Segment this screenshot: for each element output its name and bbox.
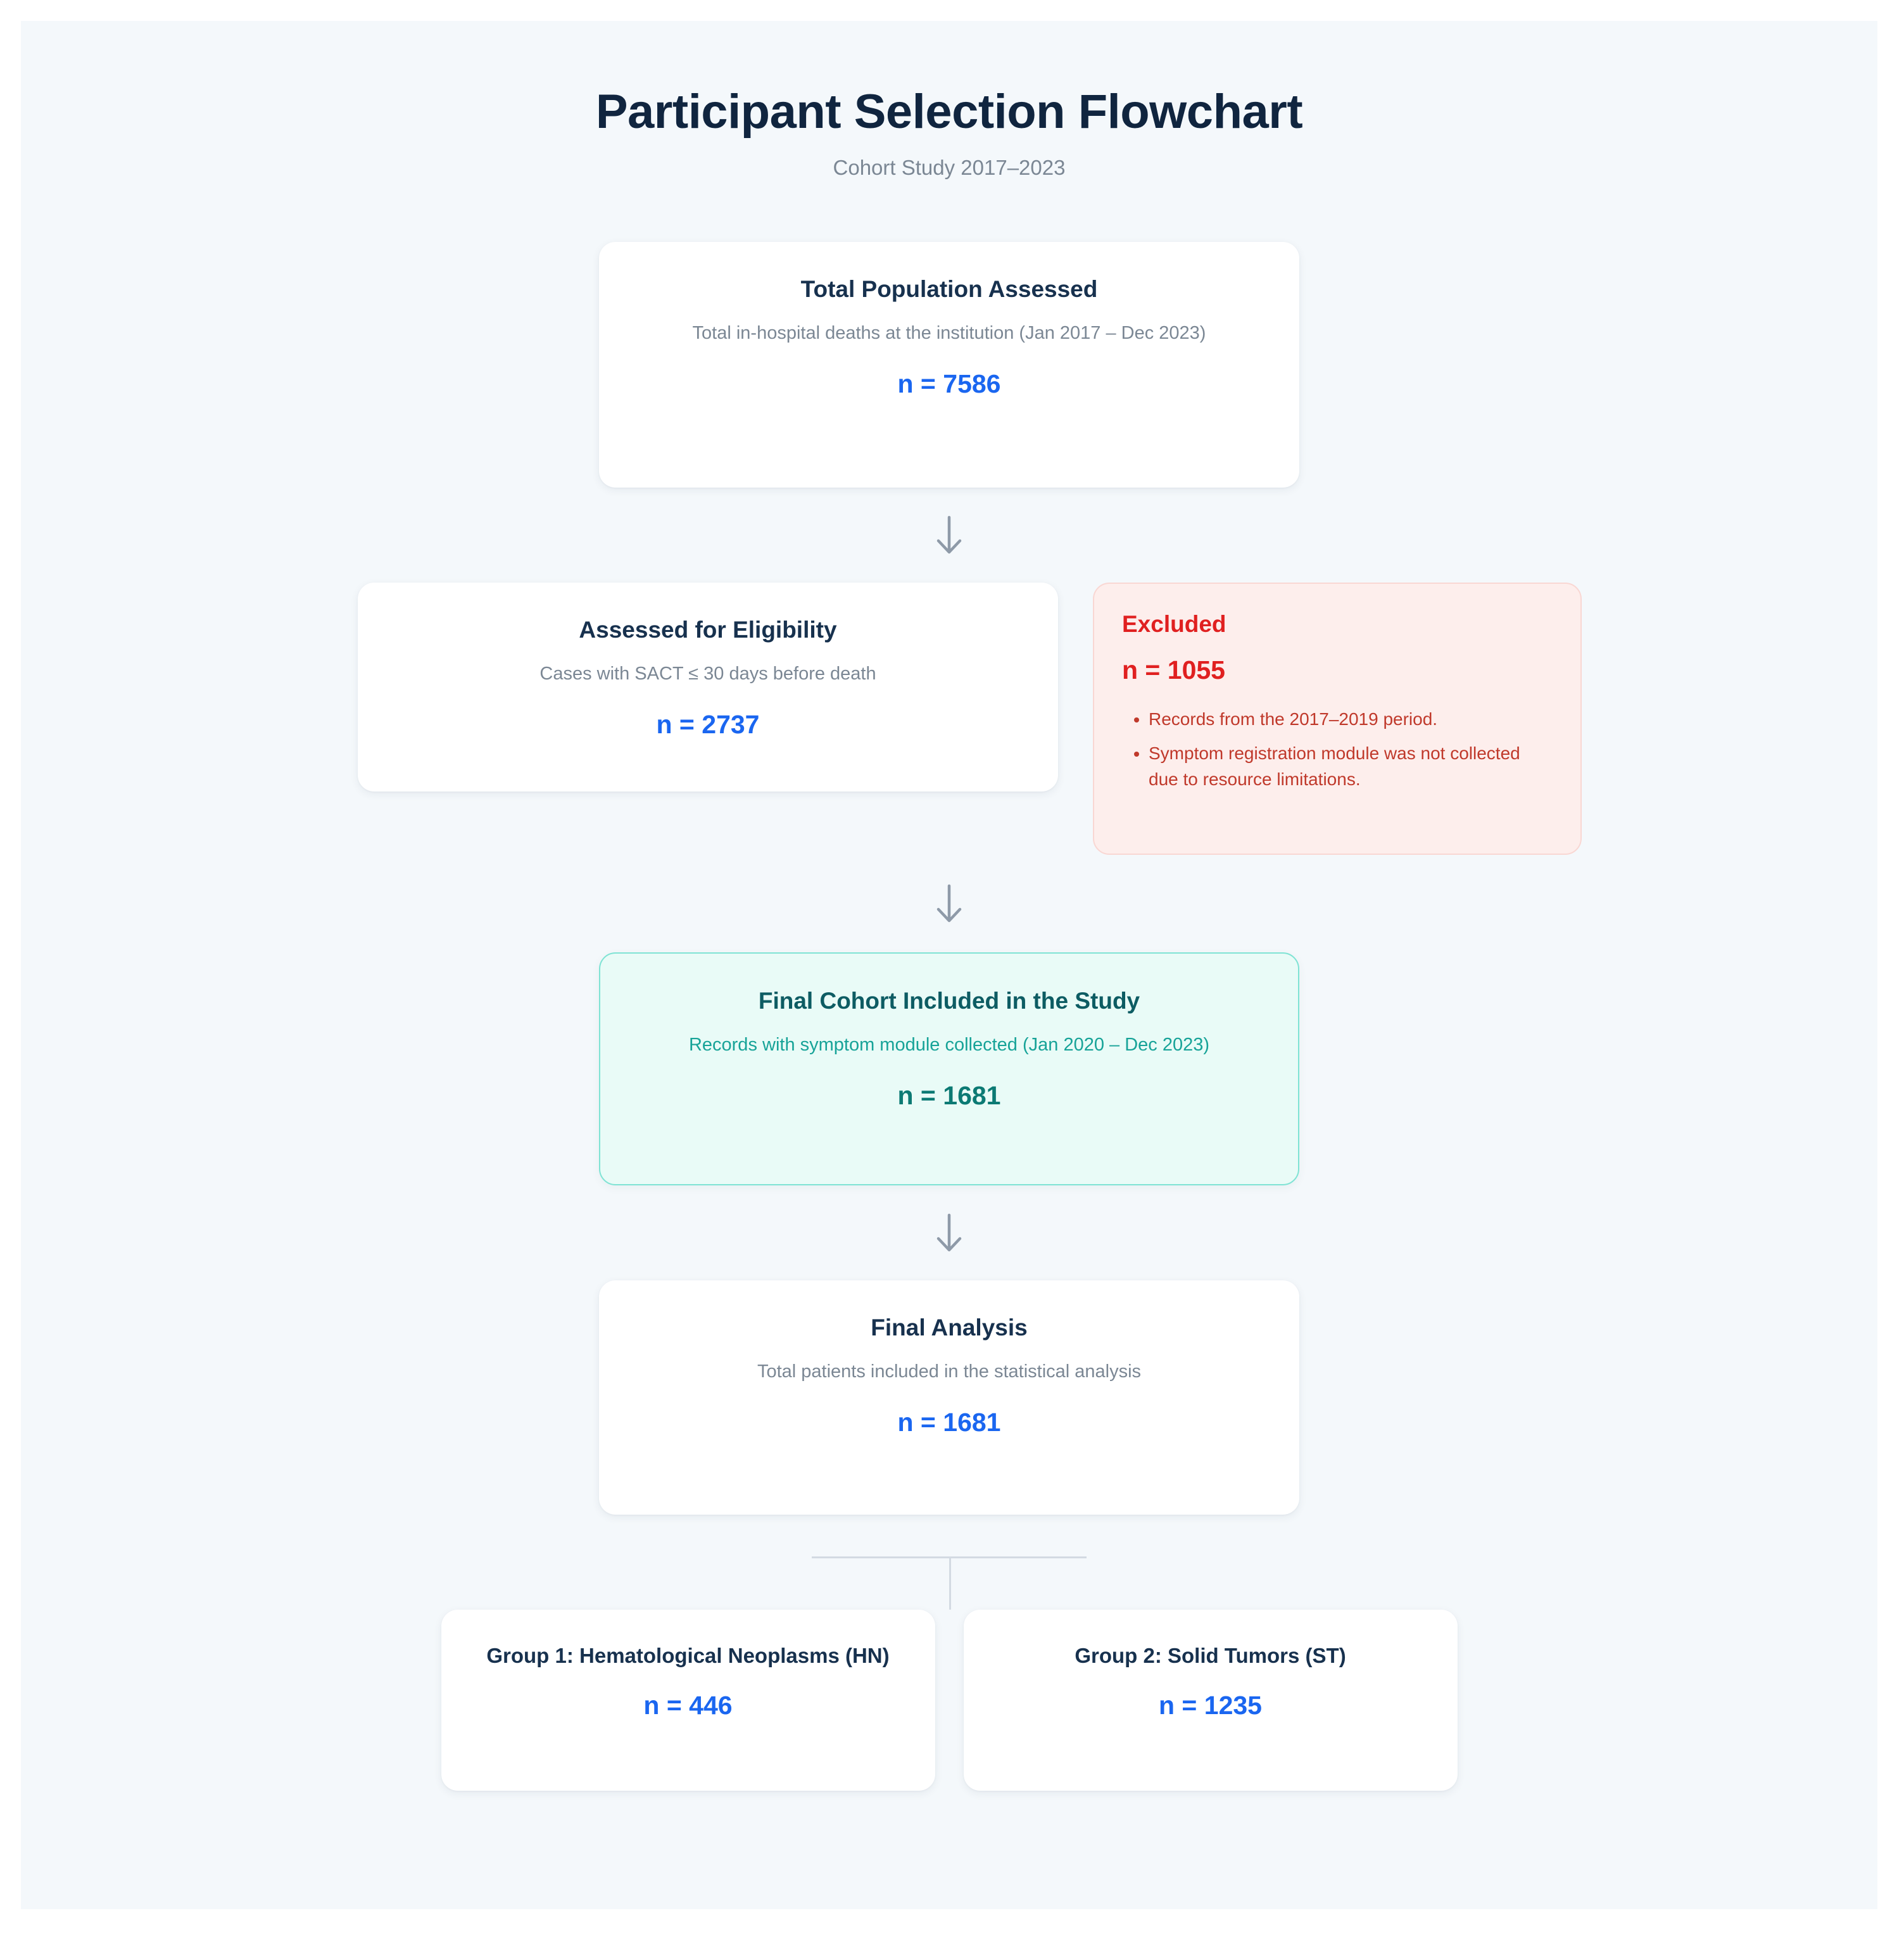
- flowchart-header: Participant Selection Flowchart Cohort S…: [21, 21, 1877, 180]
- row-total-population: Total Population Assessed Total in-hospi…: [21, 242, 1877, 488]
- node-count: n = 446: [643, 1690, 733, 1720]
- node-description: Total patients included in the statistic…: [757, 1361, 1142, 1382]
- node-count: n = 1681: [897, 1080, 1001, 1110]
- page-title: Participant Selection Flowchart: [595, 85, 1303, 139]
- node-description: Records with symptom module collected (J…: [688, 1034, 1210, 1055]
- node-title: Total Population Assessed: [800, 276, 1098, 303]
- excluded-reason-list: Records from the 2017–2019 period. Sympt…: [1122, 685, 1553, 802]
- node-count: n = 7586: [897, 369, 1001, 398]
- flowchart-panel: Participant Selection Flowchart Cohort S…: [21, 21, 1877, 1909]
- list-item: Symptom registration module was not coll…: [1149, 741, 1553, 801]
- node-title: Final Analysis: [871, 1315, 1028, 1341]
- node-title: Assessed for Eligibility: [579, 617, 837, 643]
- node-title: Group 2: Solid Tumors (ST): [1075, 1644, 1346, 1668]
- row-groups: Group 1: Hematological Neoplasms (HN) n …: [21, 1610, 1877, 1791]
- node-assessed-for-eligibility[interactable]: Assessed for Eligibility Cases with SACT…: [358, 583, 1058, 792]
- row-final-analysis: Final Analysis Total patients included i…: [21, 1280, 1877, 1515]
- node-count: n = 1235: [1159, 1690, 1262, 1720]
- node-count: n = 1681: [897, 1407, 1001, 1437]
- branch-vertical-stem: [949, 1556, 951, 1610]
- node-description: Cases with SACT ≤ 30 days before death: [539, 663, 876, 684]
- node-title: Group 1: Hematological Neoplasms (HN): [486, 1644, 890, 1668]
- node-group-1-hematological-neoplasms[interactable]: Group 1: Hematological Neoplasms (HN) n …: [441, 1610, 935, 1791]
- branch-connector: [21, 1515, 1877, 1610]
- node-final-cohort[interactable]: Final Cohort Included in the Study Recor…: [599, 952, 1299, 1186]
- node-count: n = 2737: [656, 709, 760, 739]
- node-title: Final Cohort Included in the Study: [758, 988, 1140, 1014]
- node-group-2-solid-tumors[interactable]: Group 2: Solid Tumors (ST) n = 1235: [963, 1610, 1458, 1791]
- row-final-cohort: Final Cohort Included in the Study Recor…: [21, 952, 1877, 1186]
- node-final-analysis[interactable]: Final Analysis Total patients included i…: [599, 1280, 1299, 1515]
- row-eligibility: Assessed for Eligibility Cases with SACT…: [21, 583, 1877, 855]
- down-arrow-icon: [21, 1185, 1877, 1280]
- list-item: Records from the 2017–2019 period.: [1149, 707, 1553, 741]
- node-excluded[interactable]: Excluded n = 1055 Records from the 2017–…: [1093, 583, 1582, 855]
- excluded-title: Excluded: [1122, 611, 1226, 638]
- down-arrow-icon: [21, 488, 1877, 583]
- flowchart-body: Total Population Assessed Total in-hospi…: [21, 242, 1877, 1791]
- node-description: Total in-hospital deaths at the institut…: [692, 322, 1206, 343]
- excluded-count: n = 1055: [1122, 655, 1225, 685]
- node-total-population-assessed[interactable]: Total Population Assessed Total in-hospi…: [599, 242, 1299, 488]
- down-arrow-icon: [21, 855, 1877, 952]
- page-subtitle: Cohort Study 2017–2023: [833, 156, 1066, 180]
